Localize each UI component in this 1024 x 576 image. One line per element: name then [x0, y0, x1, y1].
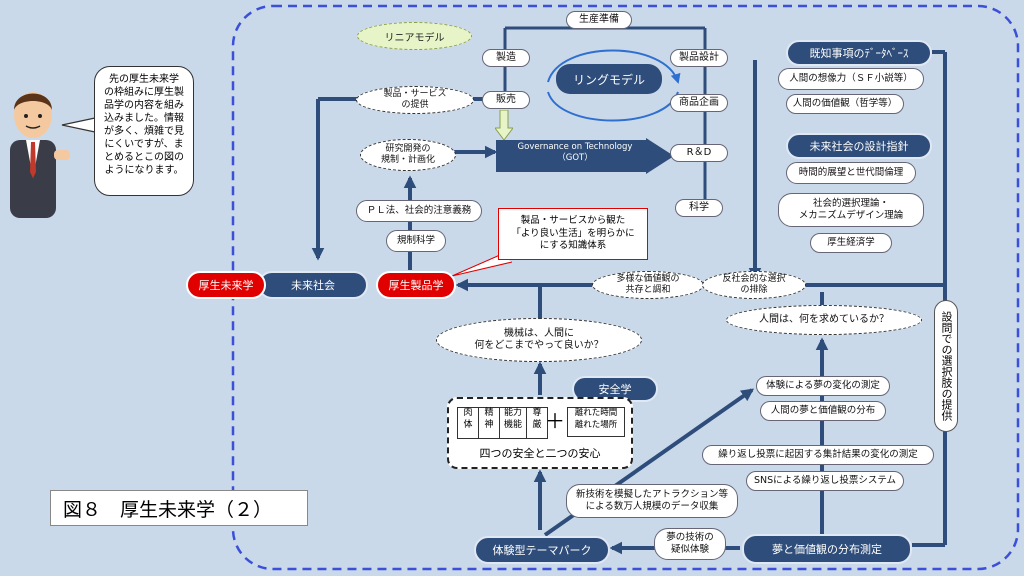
box-theme-park: 体験型テーマパーク	[474, 536, 610, 564]
pill-dream-sim: 夢の技術の 疑似体験	[654, 528, 726, 560]
safety-cell: 能力 機能	[500, 407, 527, 439]
safety-cells: 肉 体 精 神 能力 機能 尊 厳	[457, 407, 548, 439]
pill-sns-vote: SNSによる繰り返し投票システム	[746, 471, 904, 491]
pill-time-ethics: 時間的展望と世代間倫理	[786, 162, 916, 184]
stage-product-planning: 商品企画	[670, 94, 728, 112]
pill-regulatory-science: 規制科学	[386, 230, 446, 252]
pill-repeat-vote: 繰り返し投票に起因する集計結果の変化の測定	[702, 445, 934, 465]
stage-product-design: 製品設計	[670, 49, 728, 67]
pill-pl-law: ＰＬ法、社会的注意義務	[356, 200, 482, 222]
speech-bubble: 先の厚生未来学 の枠組みに厚生製 品学の内容を組み 込みました。情報 が多く、煩…	[94, 66, 194, 196]
box-welfare-futurology: 厚生未来学	[186, 271, 266, 299]
stage-sales: 販売	[482, 91, 530, 109]
box-dream-value-measure: 夢と価値観の分布測定	[742, 534, 912, 564]
safety-title: 四つの安全と二つの安心	[479, 447, 601, 460]
pill-dream-distribution: 人間の夢と価値観の分布	[760, 401, 886, 421]
stage-rnd: R＆D	[670, 144, 728, 162]
stage-manufacturing: 製造	[482, 49, 530, 67]
box-design-guideline: 未来社会の設計指針	[786, 133, 932, 159]
oval-antisocial-exclusion: 反社会的な選択 の排除	[702, 271, 806, 299]
pill-dream-change: 体験による夢の変化の測定	[756, 376, 890, 396]
oval-rnd-regulation: 研究開発の 規制・計画化	[360, 139, 456, 171]
stage-science: 科学	[675, 199, 723, 217]
ring-model-box: リングモデル	[556, 64, 662, 94]
got-arrow	[496, 138, 674, 174]
stage-production-prep: 生産準備	[566, 11, 632, 29]
plus-sign: ＋	[545, 409, 565, 433]
linear-model-label: リニアモデル	[357, 22, 472, 50]
pill-welfare-econ: 厚生経済学	[810, 233, 892, 253]
presenter-icon	[2, 80, 72, 220]
oval-what-people-seek: 人間は、何を求めているか？	[726, 305, 922, 335]
oval-diverse-values: 多様な価値観の 共存と調和	[592, 271, 704, 299]
safety-cell: 精 神	[479, 407, 500, 439]
safety-cell: 尊 厳	[527, 407, 548, 439]
callout-knowledge-system: 製品・サービスから観た 「より良い生活」を明らかに にする知識体系	[498, 208, 648, 260]
oval-machine-limit: 機械は、人間に 何をどこまでやって良いか？	[436, 318, 642, 362]
box-future-society: 未来社会	[258, 271, 368, 299]
box-welfare-products: 厚生製品学	[376, 271, 456, 299]
safety-extra: 離れた時間 離れた場所	[567, 407, 625, 437]
got-label: Governance on Technology （GOT）	[517, 142, 633, 164]
dashed-frame	[231, 4, 1020, 571]
pill-attraction: 新技術を模擬したアトラクション等 による数万人規模のデータ収集	[566, 484, 738, 518]
safety-cell: 肉 体	[457, 407, 479, 439]
pill-imagination: 人間の想像力（ＳＦ小説等）	[778, 68, 924, 90]
pill-values-philosophy: 人間の価値観（哲学等）	[786, 94, 904, 114]
safety-box: 肉 体 精 神 能力 機能 尊 厳 ＋ 離れた時間 離れた場所 四つの安全と二つ…	[447, 397, 633, 469]
oval-product-service-supply: 製品・サービス の提供	[356, 86, 474, 114]
figure-caption: 図８ 厚生未来学（２）	[50, 490, 308, 526]
linear-model-arrow	[494, 109, 514, 141]
box-knowledge-db: 既知事項のﾃﾞｰﾀﾍﾞｰｽ	[786, 40, 932, 66]
ring-arc	[547, 49, 681, 84]
side-label-choices: 設問での選択肢の提供	[934, 300, 958, 432]
pill-social-choice: 社会的選択理論・ メカニズムデザイン理論	[778, 193, 924, 227]
